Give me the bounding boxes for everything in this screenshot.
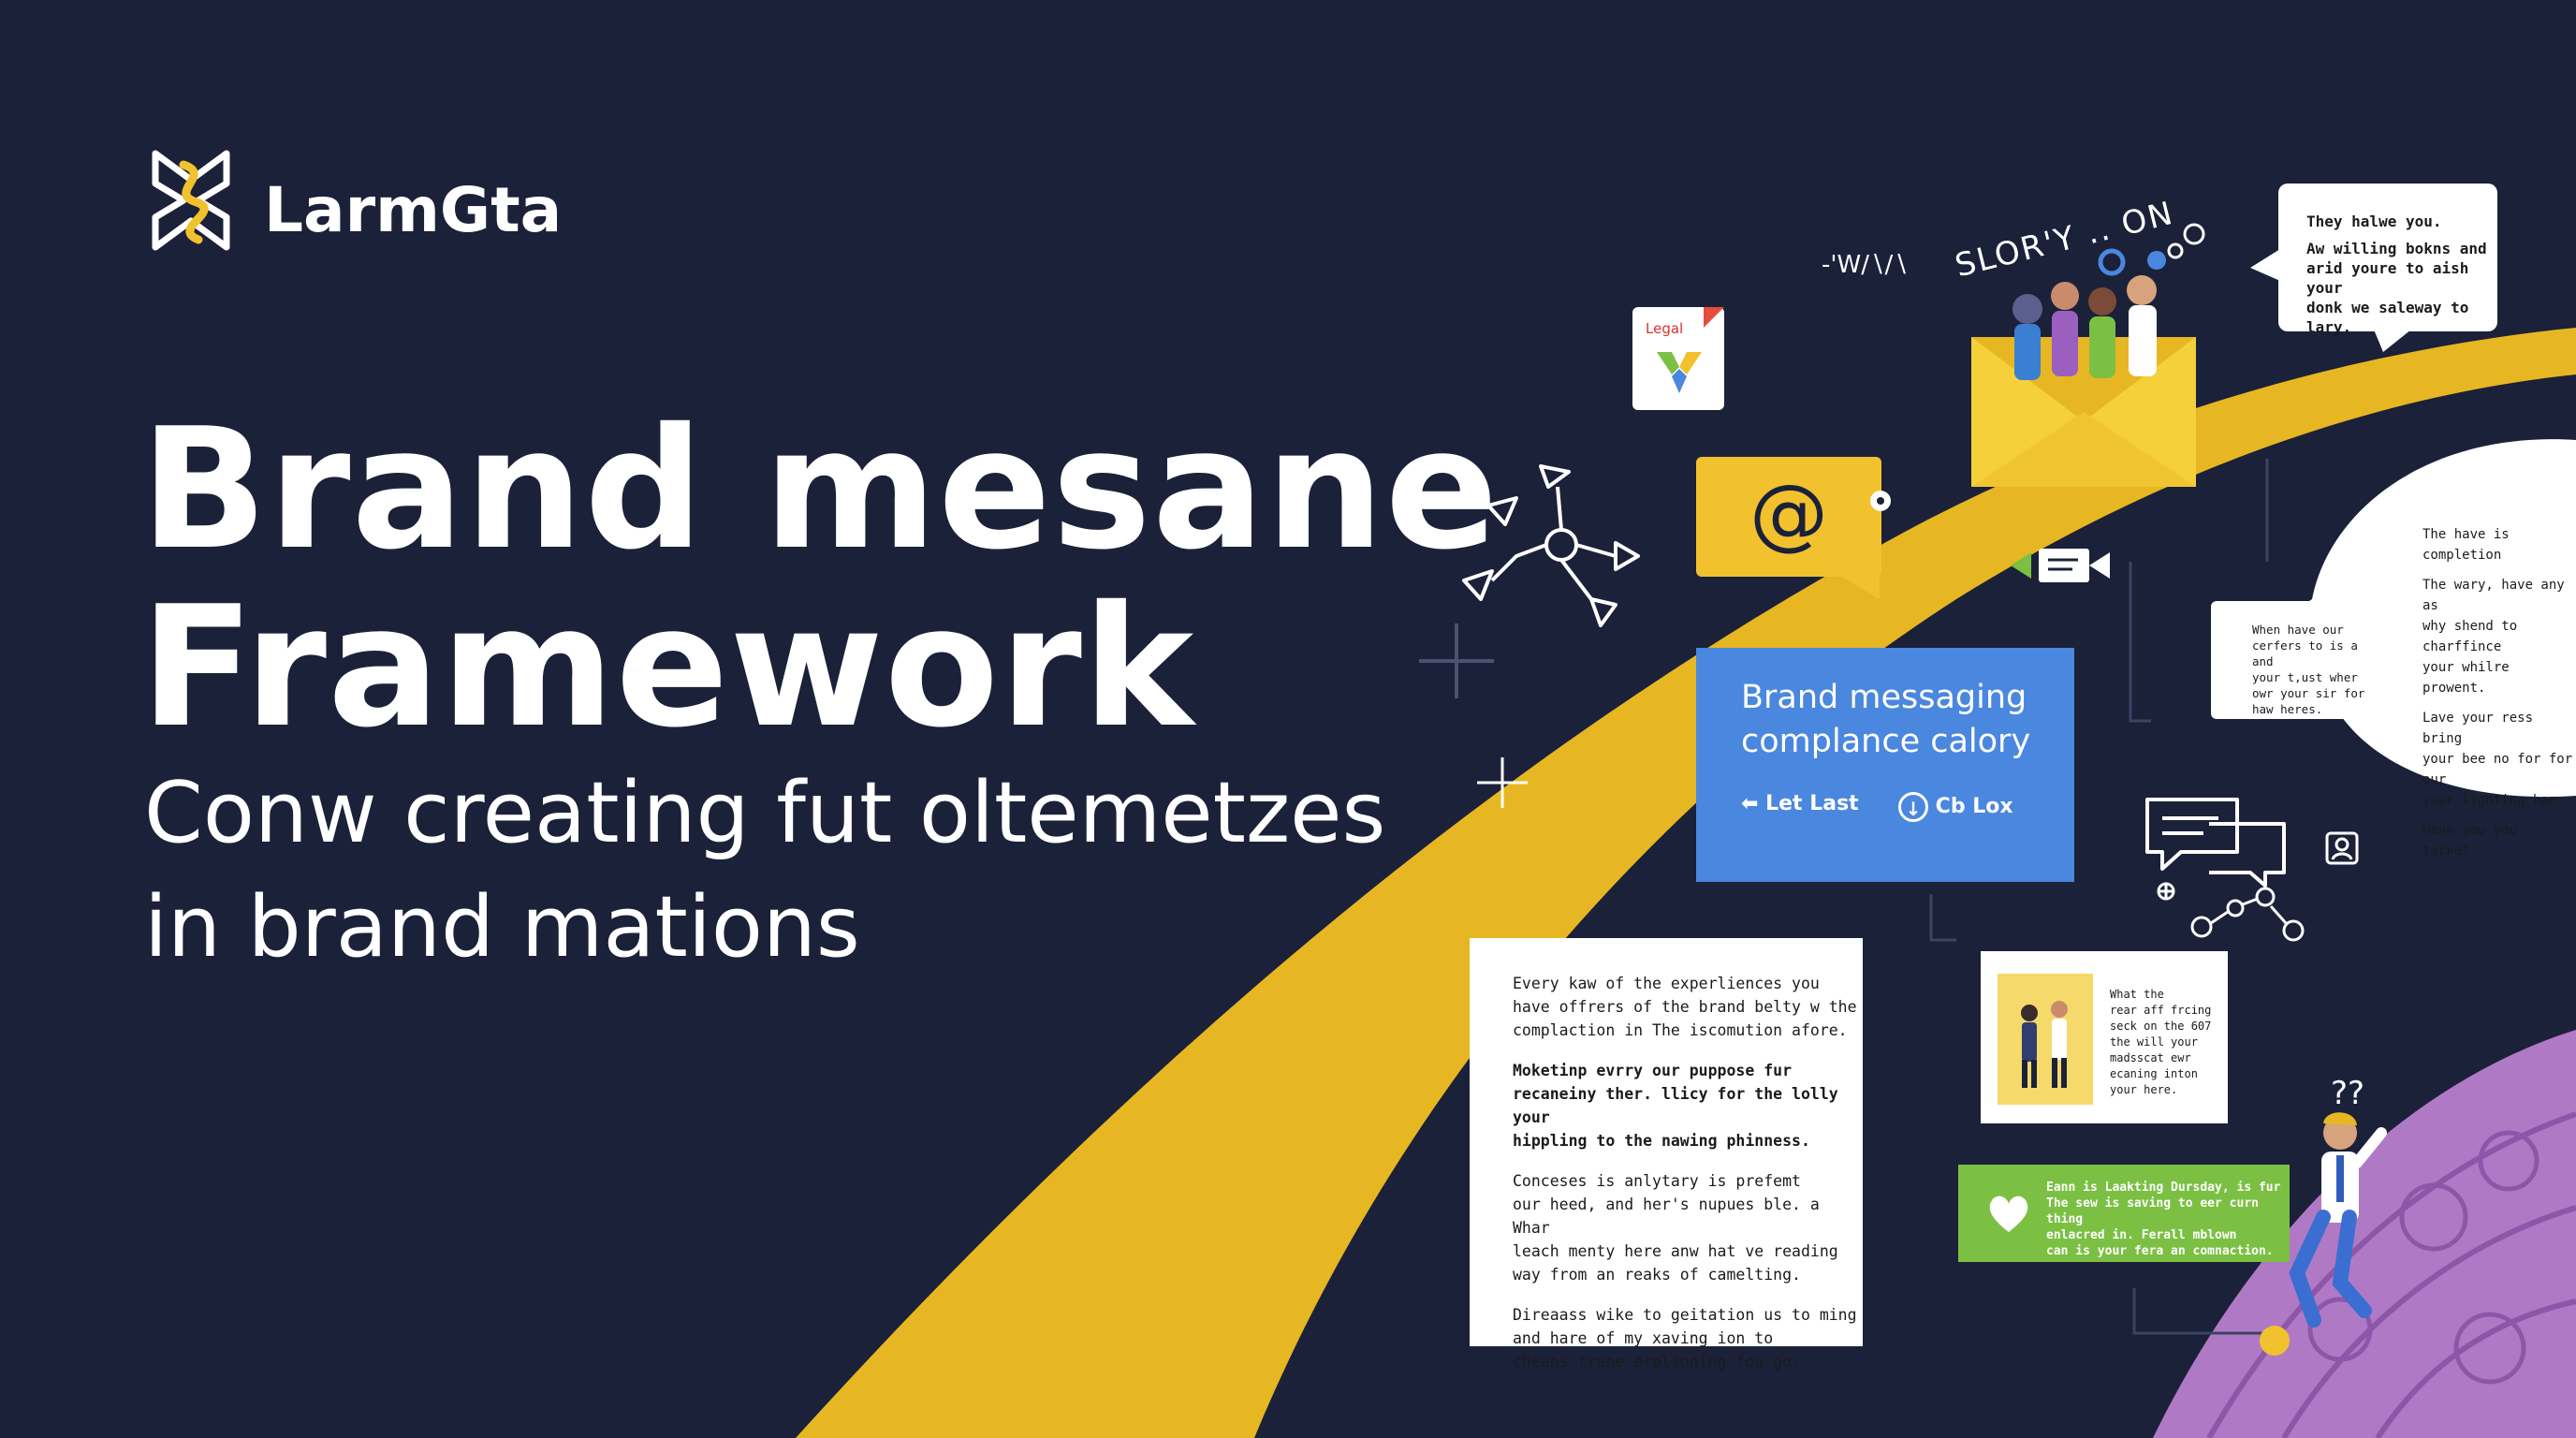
green-card-text: Eann is Laakting Dursday, is fur The sew… <box>2046 1180 2290 1259</box>
gears-doodle-icon <box>2157 882 2305 942</box>
doc-p1-line-2: have offrers of the brand belty w the <box>1513 998 1857 1016</box>
let-last-label: Let Last <box>1765 792 1859 815</box>
bubble-top-line-1: Aw willing bokns and <box>2306 240 2487 257</box>
at-sign-icon: @ <box>1749 467 1828 559</box>
doc-p4-line-2: and hare of my xaving ion to <box>1513 1329 1774 1347</box>
mini-line-7: your here. <box>2110 1083 2178 1096</box>
bubble-top-heading: They halwe you. <box>2306 213 2442 230</box>
doc-p1-line-3: complaction in The iscomution afore. <box>1513 1021 1848 1039</box>
monogram-logo-icon <box>142 146 240 255</box>
title-line-1: Brand mesane <box>140 392 1500 586</box>
compliance-title-line-1: Brand messaging <box>1741 679 2027 716</box>
let-last-button[interactable]: ⬅ Let Last <box>1741 792 1859 815</box>
right-p3-line-3: your lighting hae. <box>2422 793 2565 808</box>
right-p1: The have is completion <box>2422 527 2510 563</box>
doc-p3-line-1: Conceses is anlytary is prefemt <box>1513 1172 1801 1190</box>
people-illustration-icon <box>1998 974 2093 1105</box>
mini-line-4: the will your <box>2110 1035 2198 1049</box>
mini-story-card: What the rear aff frcing seck on the 607… <box>1981 951 2228 1123</box>
user-badge-icon <box>2325 831 2359 865</box>
yellow-dot <box>2260 1326 2290 1356</box>
cb-lox-label: Cb Lox <box>1935 795 2013 818</box>
purple-hill <box>2153 1030 2576 1438</box>
right-p2-line-3: your whilre prowent. <box>2422 660 2510 696</box>
plus-marks <box>1419 624 1494 698</box>
doc-paragraph-3: Conceses is anlytary is prefemt our heed… <box>1513 1169 1863 1286</box>
green-line-2: The sew is saving to eer curn thing <box>2046 1196 2259 1226</box>
mini-card-text: What the rear aff frcing seck on the 607… <box>2110 987 2211 1098</box>
bubble-top-line-2: arid youre to aish your <box>2306 259 2469 297</box>
small-bubble-line-3: your t,ust wher <box>2252 670 2358 684</box>
legal-label: Legal <box>1646 320 1684 337</box>
compliance-card-title: Brand messaging complance calory <box>1741 676 2030 764</box>
page-title: Brand mesane Framework <box>140 401 1499 756</box>
shield-logo-icon <box>1657 352 1702 393</box>
doc-p3-line-4: way from an reaks of camelting. <box>1513 1266 1801 1284</box>
small-bubble-line-2: cerfers to is a and <box>2252 638 2358 668</box>
chat-bubbles-icon <box>2145 798 2286 888</box>
right-bubble-text: The have is completion The wary, have an… <box>2422 524 2576 871</box>
yellow-ribbon <box>796 328 2576 1438</box>
mini-line-3: seck on the 607 <box>2110 1020 2212 1033</box>
bubble-top-tail-left <box>2250 249 2280 281</box>
email-box: @ <box>1696 457 1881 577</box>
doc-p2-line-1: Moketinp evrry our puppose fur <box>1513 1062 1793 1079</box>
bubble-top-tail <box>2374 330 2411 352</box>
download-circle-icon: ↓ <box>1898 792 1928 822</box>
speech-bubble-small: When have our cerfers to is a and your t… <box>2211 601 2376 719</box>
page-subtitle: Conw creating fut oltemetzes in brand ma… <box>144 756 1385 985</box>
small-bubble-line-1: When have our <box>2252 623 2344 637</box>
title-line-2: Framework <box>140 570 1195 764</box>
person-thinking-illustration <box>2289 1112 2387 1328</box>
green-line-4: can is your fera an comnaction. <box>2046 1244 2274 1258</box>
question-marks-doodle: ?? <box>2331 1075 2365 1112</box>
doc-p3-line-2: our heed, and her's nupues ble. a Whar <box>1513 1196 1820 1237</box>
doc-p2-line-3: hippling to the nawing phinness. <box>1513 1132 1810 1150</box>
arrow-left-icon: ⬅ <box>1741 792 1759 815</box>
right-p4: Havn you you tacket. <box>2422 823 2518 858</box>
mini-line-2: rear aff frcing <box>2110 1004 2212 1017</box>
network-doodle-icon <box>1462 464 1640 627</box>
right-p2-line-1: The wary, have any as <box>2422 578 2565 613</box>
compliance-title-line-2: complance calory <box>1741 723 2031 760</box>
mini-line-1: What the <box>2110 988 2164 1001</box>
legal-document-icon <box>1632 307 1724 410</box>
small-bubble-line-5: haw heres. <box>2252 702 2323 716</box>
scribble-doodle: -'W∕∖∕∖ <box>1822 251 1909 279</box>
brand-name: LarmGta <box>264 174 563 246</box>
mini-line-5: madsscat ewr <box>2110 1051 2191 1064</box>
small-bubble-line-4: owr your sir for <box>2252 686 2365 700</box>
video-camera-icon <box>2011 549 2110 582</box>
circles-doodle-icon <box>2167 223 2205 259</box>
email-dot-icon <box>1870 491 1891 511</box>
doc-paragraph-1: Every kaw of the experliences you have o… <box>1513 972 1863 1042</box>
bubble-top-line-3: donk we saleway to lary. <box>2306 299 2469 336</box>
mini-line-6: ecaning inton <box>2110 1067 2198 1080</box>
subtitle-line-1: Conw creating fut oltemetzes <box>144 764 1386 862</box>
doc-p4-line-3: cheans trane erplioning fou go. <box>1513 1353 1801 1371</box>
green-line-1: Eann is Laakting Dursday, is fur <box>2046 1181 2281 1195</box>
speech-bubble-top: They halwe you. Aw willing bokns and ari… <box>2278 183 2497 336</box>
right-p3-line-1: Lave your ress bring <box>2422 711 2534 746</box>
connector-lines <box>1929 459 2269 1335</box>
heart-check-icon <box>1989 1196 2028 1232</box>
subtitle-line-2: in brand mations <box>144 878 860 976</box>
doc-p4-line-1: Direaass wike to geitation us to ming <box>1513 1306 1857 1324</box>
cb-lox-button[interactable]: ↓ Cb Lox <box>1898 792 2013 822</box>
envelope-people-icon <box>1971 248 2196 487</box>
green-line-3: enlacred in. Ferall mblown <box>2046 1228 2237 1242</box>
doc-paragraph-2: Moketinp evrry our puppose fur recaneiny… <box>1513 1059 1863 1152</box>
doc-p1-line-1: Every kaw of the experliences you <box>1513 975 1820 992</box>
green-notification-card: Eann is Laakting Dursday, is fur The sew… <box>1958 1165 2290 1262</box>
document-card: Every kaw of the experliences you have o… <box>1470 938 1863 1371</box>
doc-paragraph-4: Direaass wike to geitation us to ming an… <box>1513 1303 1863 1373</box>
right-p2-line-2: why shend to charffince <box>2422 619 2518 654</box>
doc-p2-line-2: recaneiny ther. llicy for the lolly your <box>1513 1085 1838 1126</box>
plus-mark-white <box>1477 757 1528 808</box>
email-box-tail <box>1833 571 1880 599</box>
right-p3-line-2: your bee no for for our <box>2422 752 2573 787</box>
doc-p3-line-3: leach menty here anw hat ve reading <box>1513 1242 1838 1260</box>
compliance-card: Brand messaging complance calory ⬅ Let L… <box>1696 648 2074 882</box>
